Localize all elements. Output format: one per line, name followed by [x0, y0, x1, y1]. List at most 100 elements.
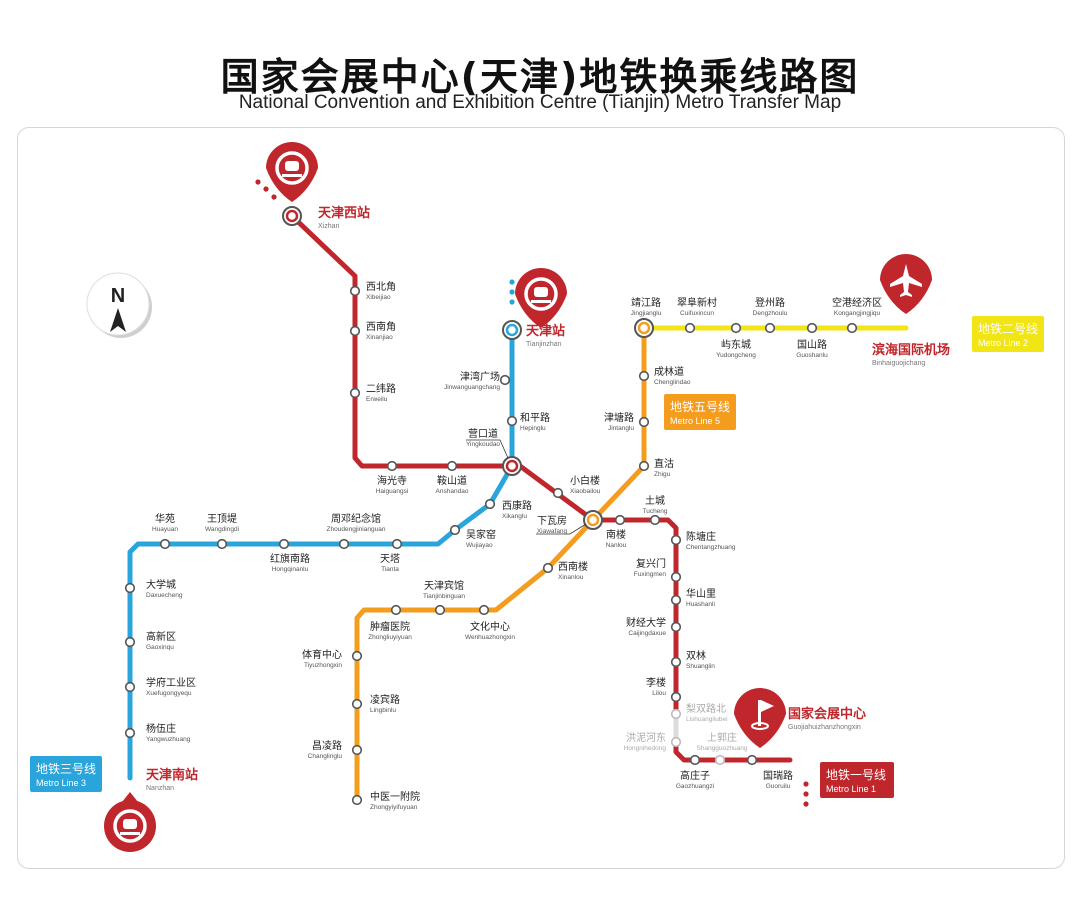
station-dot[interactable] — [552, 487, 564, 499]
station-dot[interactable] — [670, 736, 682, 748]
station-dot[interactable] — [484, 498, 496, 510]
station-dot[interactable] — [746, 754, 758, 766]
station-dot[interactable] — [449, 524, 461, 536]
transfer-station-jingjianglu[interactable] — [634, 318, 654, 338]
station-dot[interactable] — [351, 794, 363, 806]
station-dot[interactable] — [159, 538, 171, 550]
station-dot[interactable] — [670, 534, 682, 546]
station-dot[interactable] — [670, 656, 682, 668]
station-dot[interactable] — [124, 582, 136, 594]
station-dot[interactable] — [351, 744, 363, 756]
station-dot[interactable] — [338, 538, 350, 550]
station-dot[interactable] — [806, 322, 818, 334]
station-dot[interactable] — [446, 460, 458, 472]
station-dot[interactable] — [714, 754, 726, 766]
station-dot[interactable] — [670, 621, 682, 633]
station-dot[interactable] — [499, 374, 511, 386]
station-dot[interactable] — [349, 285, 361, 297]
station-dot[interactable] — [638, 416, 650, 428]
station-dot[interactable] — [649, 514, 661, 526]
station-dot[interactable] — [542, 562, 554, 574]
transfer-station-xizhan[interactable] — [282, 206, 302, 226]
station-dot[interactable] — [638, 460, 650, 472]
station-dot[interactable] — [386, 460, 398, 472]
station-dot[interactable] — [638, 370, 650, 382]
station-dot[interactable] — [351, 650, 363, 662]
station-dot[interactable] — [124, 681, 136, 693]
station-dot[interactable] — [764, 322, 776, 334]
station-dot[interactable] — [349, 325, 361, 337]
station-dot[interactable] — [216, 538, 228, 550]
station-dot[interactable] — [670, 594, 682, 606]
station-dot[interactable] — [689, 754, 701, 766]
station-dot[interactable] — [124, 727, 136, 739]
station-dot[interactable] — [670, 571, 682, 583]
station-dot[interactable] — [614, 514, 626, 526]
station-dot[interactable] — [351, 698, 363, 710]
station-dot[interactable] — [124, 636, 136, 648]
station-dot[interactable] — [684, 322, 696, 334]
station-dot[interactable] — [478, 604, 490, 616]
station-dot[interactable] — [846, 322, 858, 334]
transfer-station-tianjinzhan[interactable] — [502, 320, 522, 340]
station-dot[interactable] — [434, 604, 446, 616]
station-dot[interactable] — [278, 538, 290, 550]
station-dot[interactable] — [506, 415, 518, 427]
station-dot[interactable] — [670, 691, 682, 703]
station-dot[interactable] — [349, 387, 361, 399]
station-dot[interactable] — [390, 604, 402, 616]
transfer-station-xiawafang[interactable] — [583, 510, 603, 530]
station-dot[interactable] — [391, 538, 403, 550]
station-dot[interactable] — [730, 322, 742, 334]
